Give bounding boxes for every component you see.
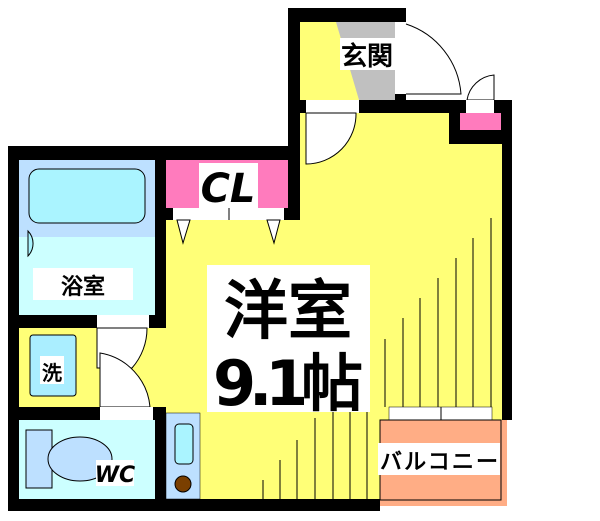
kitchen-sink <box>174 423 194 465</box>
room-door-swing <box>305 112 357 165</box>
balcony-label: バルコニー <box>380 450 498 475</box>
bath-door-opening <box>97 315 149 328</box>
bath-sink <box>27 229 34 258</box>
room-name-label: 洋室 <box>224 275 352 349</box>
front-door-swing <box>405 23 462 95</box>
front-door-opening <box>395 22 406 94</box>
floor-stripes <box>262 218 492 499</box>
room-label-box <box>207 265 370 412</box>
entrance-label: 玄関 <box>341 41 393 72</box>
toilet-label: WC <box>95 463 135 488</box>
toilet-door-swing <box>99 352 151 408</box>
toilet-door-opening <box>100 407 153 420</box>
bathtub <box>28 168 146 224</box>
bath-label: 浴室 <box>61 274 105 300</box>
meter-opening <box>466 100 494 113</box>
storage-small <box>460 113 501 130</box>
closet-door-marker <box>176 219 191 245</box>
meter-door-swing <box>466 74 495 101</box>
closet-label: CL <box>201 166 256 212</box>
closet-door-marker <box>266 219 281 245</box>
stove-burner <box>174 475 192 493</box>
washer-label: 洗 <box>42 361 62 385</box>
room-size-label: 9.1帖 <box>213 347 363 420</box>
room-door-opening <box>306 100 359 113</box>
